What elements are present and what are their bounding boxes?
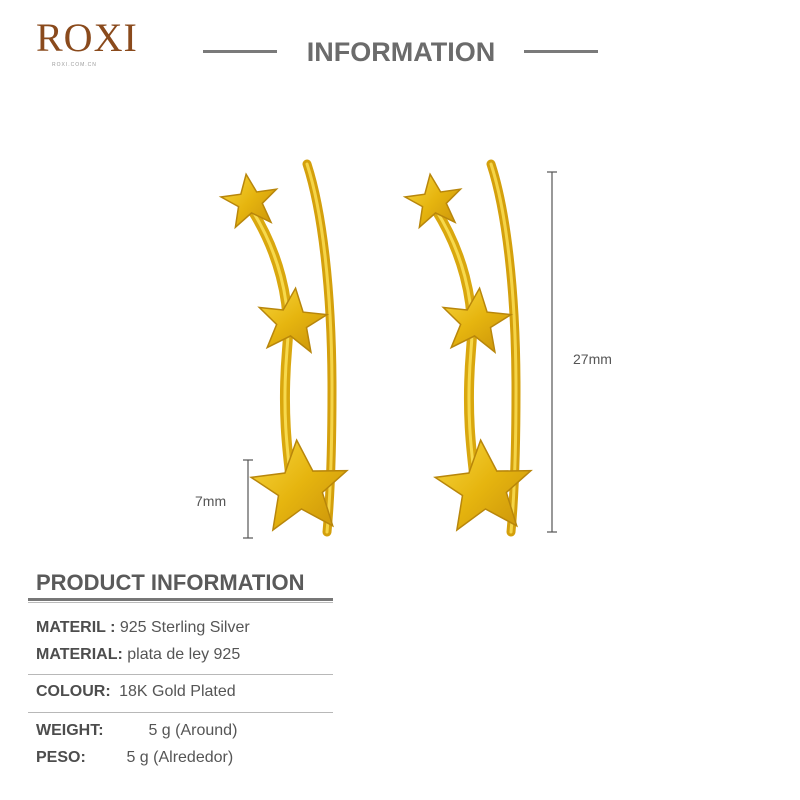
info-row-weight: WEIGHT: 5 g (Around) bbox=[36, 721, 237, 741]
logo-text: ROXI bbox=[36, 15, 138, 60]
dimension-7mm-bracket bbox=[243, 459, 253, 539]
info-label: WEIGHT: bbox=[36, 722, 104, 739]
info-value: 925 Sterling Silver bbox=[119, 619, 250, 636]
info-label: PESO: bbox=[36, 749, 86, 766]
header-line-right bbox=[524, 50, 598, 53]
info-row-material-en: MATERIL : 925 Sterling Silver bbox=[36, 618, 250, 638]
brand-logo: ROXI ROXI.COM.CN bbox=[36, 14, 156, 68]
info-row-peso: PESO: 5 g (Alrededor) bbox=[36, 748, 233, 768]
info-value: plata de ley 925 bbox=[127, 646, 241, 663]
dimension-27mm-label: 27mm bbox=[573, 351, 612, 367]
product-info-underline-shadow bbox=[28, 602, 333, 603]
header-line-left bbox=[203, 50, 277, 53]
divider bbox=[28, 712, 333, 713]
logo-subtext: ROXI.COM.CN bbox=[52, 62, 97, 68]
info-label: COLOUR: bbox=[36, 683, 111, 700]
info-value: 18K Gold Plated bbox=[119, 683, 236, 700]
info-row-material-es: MATERIAL: plata de ley 925 bbox=[36, 645, 240, 665]
info-label: MATERIAL: bbox=[36, 646, 123, 663]
product-info-underline bbox=[28, 598, 333, 601]
product-info-title: PRODUCT INFORMATION bbox=[36, 570, 305, 595]
info-row-colour: COLOUR: 18K Gold Plated bbox=[36, 682, 236, 702]
info-value: 5 g (Around) bbox=[148, 722, 238, 739]
earring-left bbox=[218, 164, 350, 532]
earring-right bbox=[402, 164, 534, 532]
info-value: 5 g (Alrededor) bbox=[126, 749, 234, 766]
product-image bbox=[190, 150, 557, 539]
dimension-27mm-bracket bbox=[547, 171, 557, 533]
page-title: INFORMATION bbox=[306, 37, 496, 67]
dimension-7mm-label: 7mm bbox=[195, 493, 227, 509]
info-label: MATERIL : bbox=[36, 619, 116, 636]
divider bbox=[28, 674, 333, 675]
